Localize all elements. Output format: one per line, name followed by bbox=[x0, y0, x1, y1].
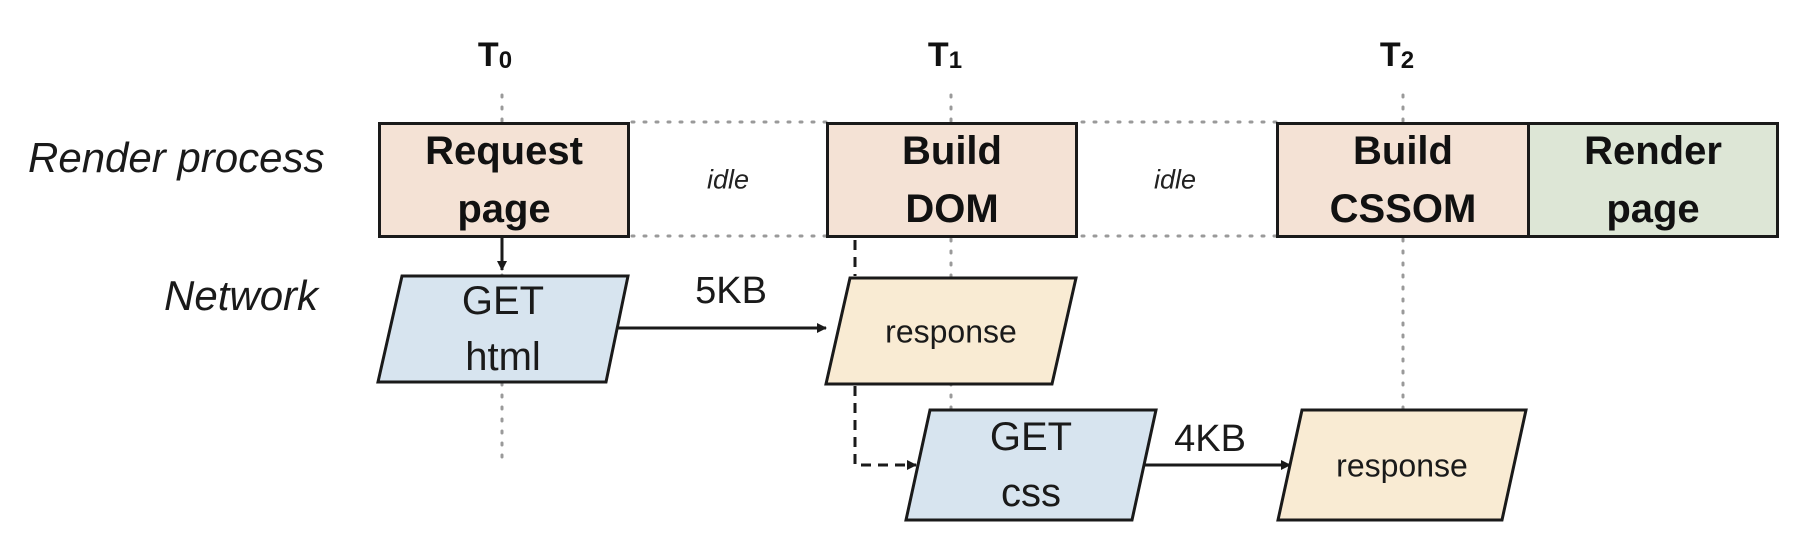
time-marker-t0: T0 bbox=[477, 36, 513, 74]
network-step-get-html-shape bbox=[376, 274, 630, 384]
idle-label-1: idle bbox=[706, 164, 750, 195]
time-marker-t1: T1 bbox=[927, 36, 963, 74]
row-label-network: Network bbox=[164, 272, 319, 319]
network-step-response-html-label: response bbox=[885, 313, 1017, 350]
render-step-request-page: Request page bbox=[378, 122, 630, 238]
network-step-get-css-label: GET css bbox=[989, 415, 1073, 515]
transfer-size-html: 5KB bbox=[695, 270, 767, 312]
transfer-size-css: 4KB bbox=[1174, 418, 1246, 460]
css-request-dashed-arrow bbox=[853, 386, 917, 470]
render-step-render-page: Render page bbox=[1527, 122, 1779, 238]
row-label-render-process: Render process bbox=[28, 134, 325, 181]
render-step-build-dom: Build DOM bbox=[826, 122, 1078, 238]
network-step-response-css-shape bbox=[1276, 408, 1528, 522]
idle-label-2: idle bbox=[1153, 164, 1197, 195]
network-step-response-css-label: response bbox=[1336, 447, 1468, 484]
render-step-build-cssom: Build CSSOM bbox=[1276, 122, 1530, 238]
network-step-get-css-shape bbox=[904, 408, 1158, 522]
time-marker-t2: T2 bbox=[1379, 36, 1415, 74]
network-step-response-html-shape bbox=[824, 276, 1078, 386]
network-step-get-html-label: GET html bbox=[461, 279, 545, 379]
